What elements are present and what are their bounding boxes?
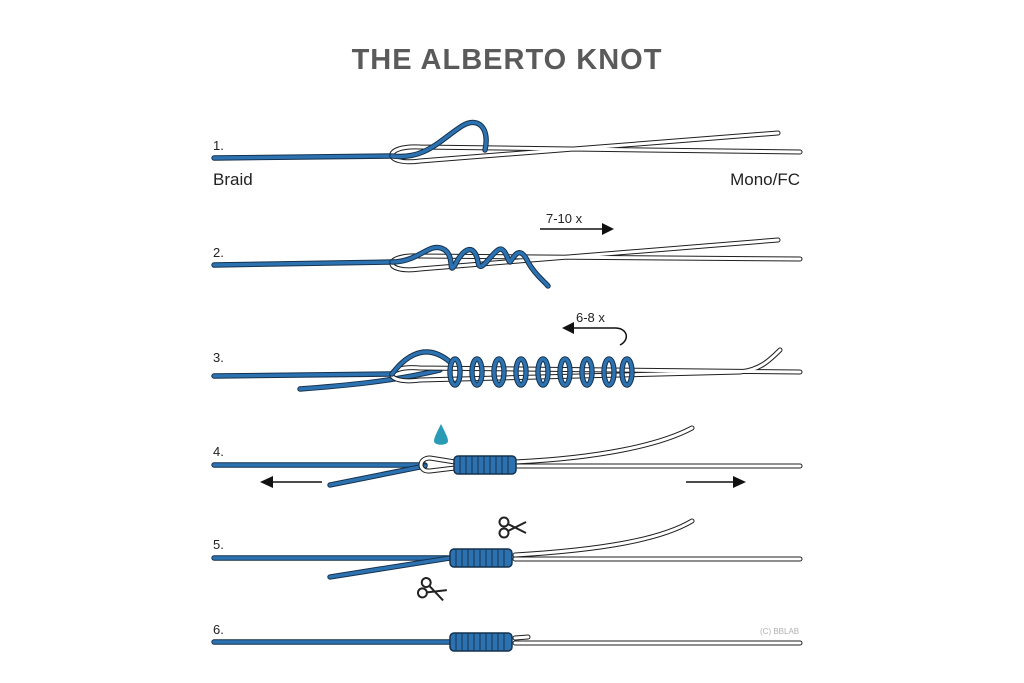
step-number: 4. [213, 444, 224, 459]
step-5: 5. [211, 516, 803, 606]
wrap-count: 7-10 x [546, 211, 583, 226]
mono-label: Mono/FC [730, 170, 800, 189]
arrow-left-icon [260, 476, 322, 488]
wrap-count: 6-8 x [576, 310, 605, 325]
braid-label: Braid [213, 170, 253, 189]
step-number: 1. [213, 138, 224, 153]
step-1: 1. Braid Mono/FC [211, 119, 803, 189]
water-drop-icon [434, 424, 448, 445]
step-2: 2. 7-10 x [211, 211, 803, 289]
step-number: 5. [213, 537, 224, 552]
step-3: 3. 6-8 x [211, 310, 803, 392]
arrow-left-icon [562, 322, 627, 346]
step-4: 4. [211, 424, 803, 488]
arrow-right-icon [540, 223, 614, 235]
page-title: THE ALBERTO KNOT [351, 44, 663, 76]
step-number: 2. [213, 245, 224, 260]
step-number: 3. [213, 350, 224, 365]
scissors-icon [498, 516, 527, 539]
step-number: 6. [213, 622, 224, 637]
step-6: 6. (C) BBLAB [211, 622, 803, 652]
copyright: (C) BBLAB [760, 627, 799, 636]
scissors-icon [415, 575, 450, 606]
arrow-right-icon [686, 476, 746, 488]
